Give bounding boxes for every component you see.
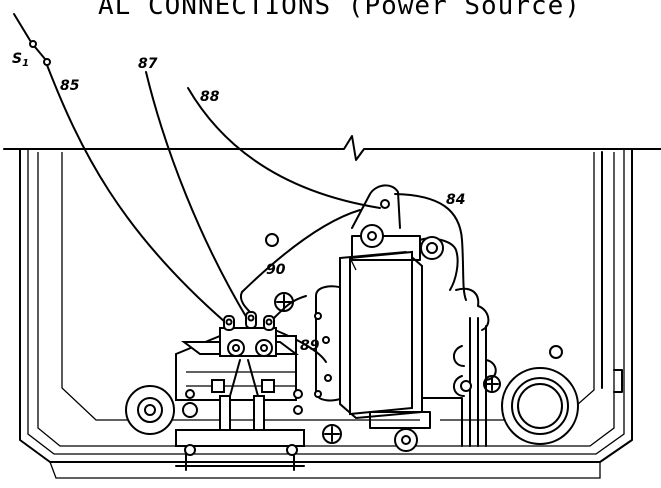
transformer-core [339,250,423,420]
hole-right [549,345,563,359]
wire-88 [187,87,381,209]
hole-left [265,233,279,247]
transformer-top-bracket [351,184,401,229]
bushing-right [501,367,579,445]
wire-84 [394,193,467,301]
bushing-left [125,385,198,435]
label-s1: S1 [12,51,29,69]
label-wire-84: 84 [446,192,465,208]
wire-link [273,295,307,319]
transformer-clamp-bottom [369,411,431,452]
wire-90-tail [240,291,251,313]
transformer-clamp-top [351,224,421,261]
wire-90 [241,209,361,293]
diagram-title: AL CONNECTIONS (Power Source) [98,0,581,21]
wire-85 [46,64,226,323]
screw-center [274,292,294,312]
screw-right-top [420,236,444,260]
label-wire-85: 85 [60,78,80,94]
contact-spring-assembly [453,287,497,447]
label-wire-90: 90 [266,262,286,278]
terminal-block [175,311,305,471]
screw-bottom-left [322,424,342,444]
wire-87 [145,71,249,321]
switch-s1 [13,13,51,66]
label-wire-87: 87 [138,56,158,72]
housing-top-edge [3,135,661,161]
label-wire-88: 88 [200,89,220,105]
wire-89 [269,327,327,363]
